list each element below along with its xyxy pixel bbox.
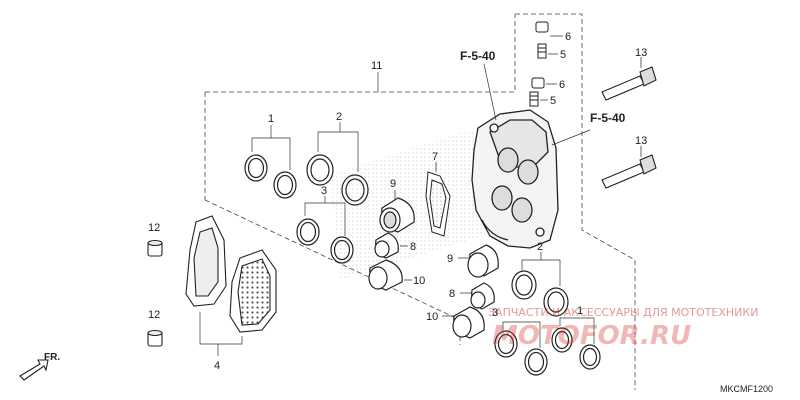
- bleeder-valve-5-upper: [537, 43, 558, 59]
- direction-label: FR.: [44, 352, 60, 363]
- callout-12-upper[interactable]: 12: [148, 222, 160, 234]
- callout-4[interactable]: 4: [214, 360, 220, 372]
- bracket-3-top: [304, 196, 346, 236]
- bracket-1-top: [251, 125, 291, 170]
- piston-9-lower: [458, 244, 499, 278]
- seal-ring-1-left: [244, 154, 297, 199]
- callout-13-upper[interactable]: 13: [635, 47, 647, 59]
- seal-ring-3-right: [494, 330, 548, 376]
- callout-10-bottom[interactable]: 10: [426, 311, 438, 323]
- brake-caliper-body: [471, 109, 559, 249]
- seal-ring-1-right: [551, 327, 601, 370]
- callout-7[interactable]: 7: [432, 151, 438, 163]
- ref-tag-right[interactable]: F-5-40: [590, 111, 626, 125]
- pad-pin-12-lower: [147, 329, 163, 347]
- pad-spring-7: [425, 162, 451, 237]
- watermark-logo: MOTOFOR.RU: [492, 321, 691, 351]
- bracket-4: [199, 312, 243, 356]
- callout-3-top[interactable]: 3: [321, 185, 327, 197]
- bleeder-valve-5-lower: [529, 91, 548, 107]
- callout-8-bottom[interactable]: 8: [449, 288, 455, 300]
- bracket-2-top: [317, 122, 359, 172]
- callout-2-bottom[interactable]: 2: [537, 241, 543, 253]
- callout-labels: 1 2 3 9 8 10 7 11 6 5 6 5 13 13 12 12 4 …: [148, 31, 647, 372]
- arrow-icon: [19, 359, 49, 381]
- front-direction-indicator: FR.: [19, 352, 60, 381]
- piston-insulator-8-upper: [374, 232, 408, 259]
- bleeder-cap-6-upper: [535, 21, 563, 37]
- callout-6-upper[interactable]: 6: [565, 31, 571, 43]
- brake-pad-4-right: [229, 249, 277, 333]
- piston-10-lower: [442, 306, 485, 339]
- watermark: ЗАПЧАСТИ И АКСЕССУАРЫ ДЛЯ МОТОТЕХНИКИ MO…: [488, 306, 758, 351]
- brake-pad-4-left: [185, 215, 227, 307]
- piston-10-upper: [368, 259, 412, 291]
- callout-3-bottom[interactable]: 3: [492, 307, 498, 319]
- seal-ring-2-left: [306, 154, 369, 206]
- callout-1-bottom[interactable]: 1: [577, 305, 583, 317]
- callout-8-top[interactable]: 8: [410, 241, 416, 253]
- callout-5-upper[interactable]: 5: [560, 49, 566, 61]
- callout-6-lower[interactable]: 6: [559, 79, 565, 91]
- reference-tags: F-5-40 F-5-40: [460, 49, 626, 125]
- callout-9-bottom[interactable]: 9: [447, 253, 453, 265]
- diagram-code: MKCMF1200: [720, 384, 773, 394]
- callout-1-top[interactable]: 1: [268, 113, 274, 125]
- callout-9-top[interactable]: 9: [390, 178, 396, 190]
- bracket-1-bottom: [559, 317, 595, 344]
- bracket-2-bottom: [521, 252, 561, 286]
- watermark-text: ЗАПЧАСТИ И АКСЕССУАРЫ ДЛЯ МОТОТЕХНИКИ: [488, 306, 758, 319]
- piston-insulator-8-lower: [460, 282, 495, 310]
- callout-13-lower[interactable]: 13: [635, 135, 647, 147]
- ref-leaders: [483, 63, 591, 146]
- pad-pin-12-upper: [147, 239, 163, 257]
- callout-12-lower[interactable]: 12: [148, 309, 160, 321]
- seal-ring-3-left: [296, 218, 354, 264]
- mounting-bolt-13-lower: [601, 146, 657, 189]
- seal-ring-2-right: [511, 270, 569, 317]
- callout-5-lower[interactable]: 5: [550, 95, 556, 107]
- piston-9-upper: [379, 190, 415, 233]
- bracket-3-bottom: [502, 321, 541, 348]
- callout-2-top[interactable]: 2: [336, 111, 342, 123]
- bleeder-cap-6-lower: [531, 77, 557, 89]
- ref-tag-top[interactable]: F-5-40: [460, 49, 496, 63]
- mounting-bolt-13-upper: [601, 57, 657, 101]
- callout-11[interactable]: 11: [371, 60, 382, 72]
- callout-10-top[interactable]: 10: [413, 275, 425, 287]
